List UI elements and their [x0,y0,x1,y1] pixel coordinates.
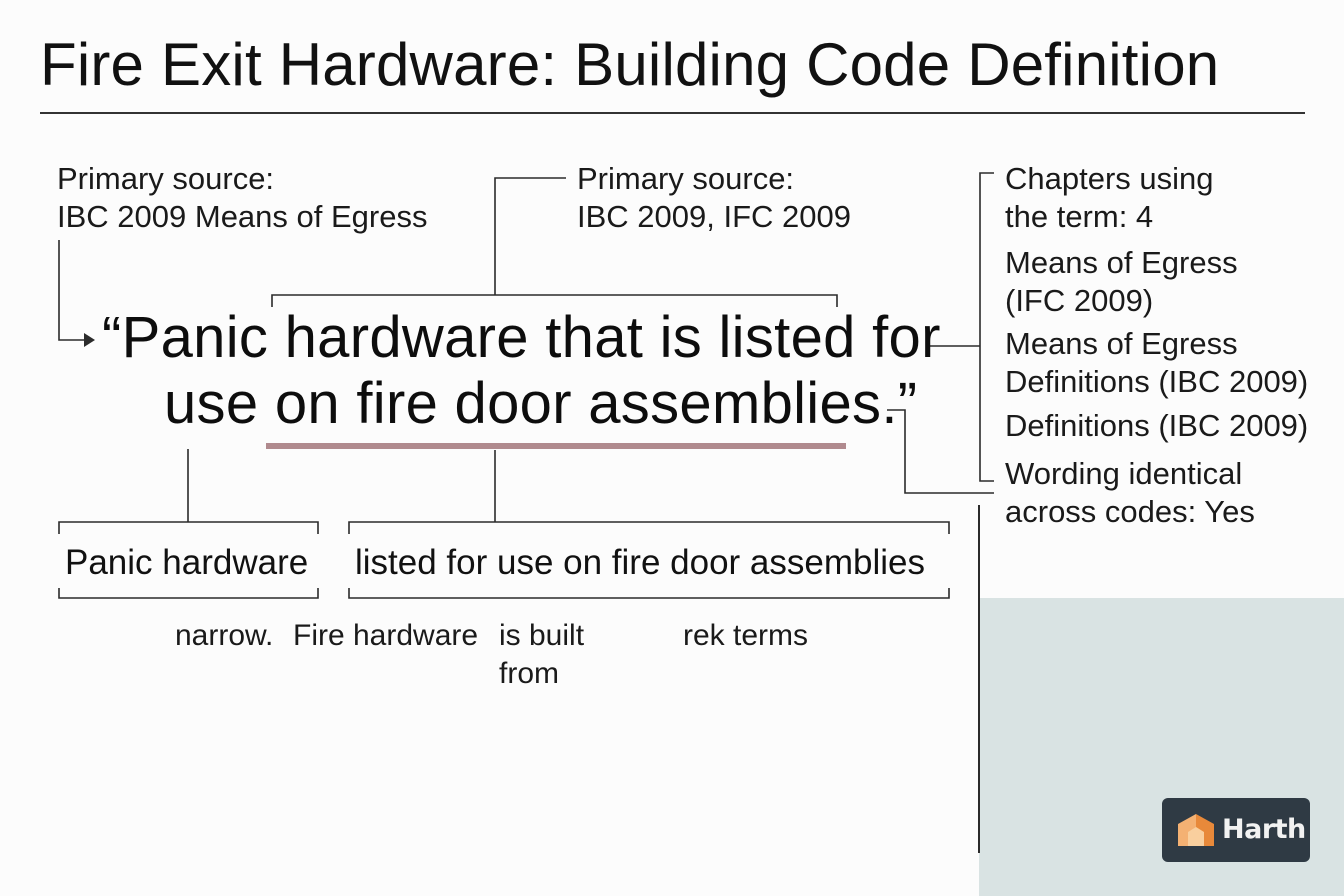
note-narrow: narrow. [175,619,274,652]
sidebar-identical: Wording identical across codes: Yes [1005,456,1255,529]
arrow-head-icon [84,333,95,347]
left-source-connector [58,240,86,341]
sidebar-item: Means of Egress (IFC 2009) [1005,245,1238,318]
note-fire-hardware: Fire hardware [293,619,479,652]
right-divider [978,505,980,853]
quote-line-2: use on fire door assemblies.” [164,371,918,436]
sidebar-bracket [979,172,994,482]
listed-box-bottom [348,588,950,599]
panic-box-bottom [58,588,319,599]
panic-box-top [58,521,319,534]
source-left: Primary source: IBC 2009 Means of Egress [57,161,428,234]
note-rek-terms: rek terms [683,619,809,652]
sidebar-item: Means of Egress Definitions (IBC 2009) [1005,326,1309,399]
identical-connector [887,409,994,494]
sidebar-chapters: Chapters using the term: 4 [1005,161,1214,234]
title-divider [40,112,1305,114]
harth-logo: Harth [1162,798,1310,862]
note-is-built: is built from [499,619,585,690]
listed-box: listed for use on fire door assemblies [355,543,925,582]
quote-underline [266,443,846,449]
sidebar-item: Definitions (IBC 2009) [1005,408,1309,443]
source-center: Primary source: IBC 2009, IFC 2009 [577,161,851,234]
center-source-connector [494,177,566,295]
logo-text: Harth [1222,814,1306,845]
quote-line-1: “Panic hardware that is listed for [102,305,941,370]
listed-box-top [348,521,950,534]
page-title: Fire Exit Hardware: Building Code Defini… [40,31,1220,98]
panic-hardware-box: Panic hardware [65,543,309,582]
quote-top-bracket [271,294,838,307]
house-icon [1178,814,1214,846]
